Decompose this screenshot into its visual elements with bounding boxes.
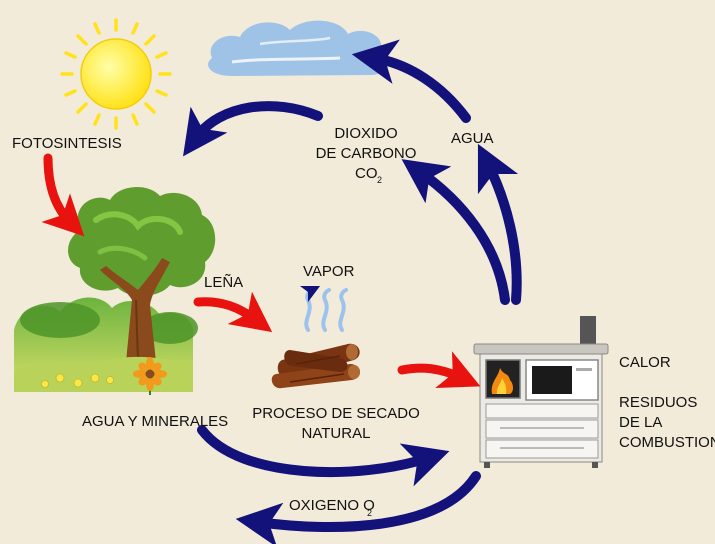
sun-icon (60, 18, 172, 130)
wood-to-drying-arrow (193, 291, 273, 333)
residues-label-line2: DE LA (619, 414, 662, 431)
co2-to-photosynthesis-arrow (183, 101, 323, 157)
vapor-icon (299, 285, 348, 332)
co2-label-line1: DIOXIDO (334, 125, 397, 142)
firewood-icon (271, 343, 361, 389)
co2-label-line2: DE CARBONO (316, 145, 417, 162)
stove-to-oxygen-arrow (235, 471, 481, 544)
vapor-label: VAPOR (303, 263, 355, 280)
heat-label: CALOR (619, 354, 671, 371)
water-to-cloud-arrow (351, 39, 471, 123)
tree-icon (14, 186, 216, 395)
transfer-arrows (41, 153, 481, 389)
residues-label-line3: COMBUSTION (619, 434, 715, 451)
co2-subscript: 2 (377, 175, 382, 185)
flower-icon (133, 357, 167, 395)
oxygen-label: OXIGENO O (289, 497, 375, 514)
oxygen-subscript: 2 (367, 508, 372, 518)
firewood-label: LEÑA (204, 274, 243, 291)
photosynthesis-label: FOTOSINTESIS (12, 135, 122, 152)
residues-label-line1: RESIDUOS (619, 394, 697, 411)
cloud-icon (208, 20, 390, 76)
stove-to-water-arrow (477, 143, 522, 305)
water-label: AGUA (451, 130, 494, 147)
photosynthesis-to-tree-arrow (41, 153, 85, 237)
minerals-to-stove-arrow (197, 425, 450, 487)
water-minerals-label: AGUA Y MINERALES (82, 413, 228, 430)
drying-process-label-line1: PROCESO DE SECADO (252, 405, 420, 422)
cycle-arrows (183, 39, 522, 544)
co2-formula: CO (355, 165, 378, 182)
stove-icon (473, 316, 609, 468)
stove-to-co2-arrow (401, 159, 510, 305)
drying-process-label-line2: NATURAL (302, 425, 371, 442)
drying-to-stove-arrow (397, 351, 481, 389)
